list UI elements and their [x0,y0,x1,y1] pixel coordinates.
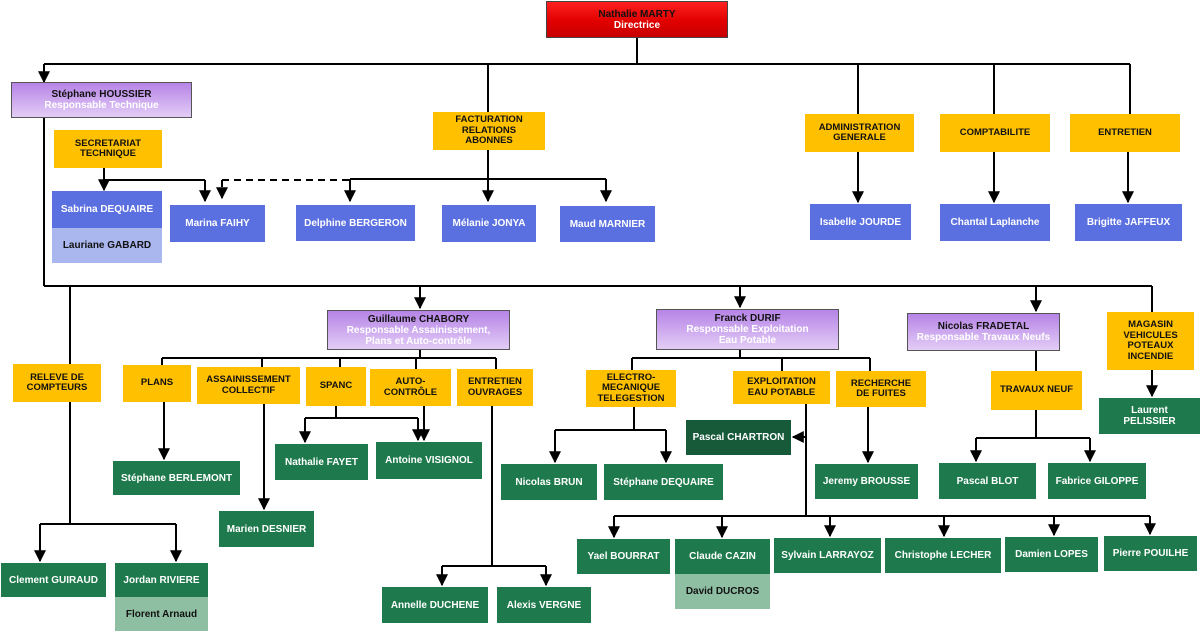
service-secretariat-line1: SECRETARIAT [74,137,142,149]
service-facturation: FACTURATION RELATIONS ABONNES [433,112,545,150]
service-releve-line1: RELEVE DE [30,371,84,383]
service-electromecanique-line3: TELEGESTION [597,392,665,404]
service-spanc: SPANC [306,367,366,406]
staff-marien-desnier: Marien DESNIER [219,511,314,547]
service-facturation-line1: FACTURATION [455,114,523,126]
service-comptabilite-line1: COMPTABILITE [959,126,1031,138]
staff-christophe-lecher: Christophe LECHER [885,538,1001,573]
service-entretien: ENTRETIEN [1070,114,1180,152]
staff-brigitte-jaffeux: Brigitte JAFFEUX [1075,204,1182,241]
service-secretariat-line2: TECHNIQUE [80,148,136,159]
manager-fradetal-title: Responsable Travaux Neufs [916,332,1051,343]
staff-jordan-riviere: Jordan RIVIERE [115,563,208,597]
staff-marina-faihy: Marina FAIHY [170,205,265,242]
service-magasin-line1: MAGASIN [1128,319,1173,330]
staff-alexis-vergne: Alexis VERGNE [497,587,591,623]
manager-durif-name: Franck DURIF [714,313,781,324]
staff-isabelle-jourde: Isabelle JOURDE [810,204,911,240]
director-name: Nathalie MARTY [598,8,676,20]
staff-pascal-blot: Pascal BLOT [939,463,1036,499]
staff-fabrice-giloppe: Fabrice GILOPPE [1048,463,1146,499]
staff-claude-cazin: Claude CAZIN [675,539,770,574]
staff-melanie-jonya: Mélanie JONYA [442,205,536,242]
manager-chabory-name: Guillaume CHABORY [367,313,470,325]
service-entretien-ouvrages-line2: OUVRAGES [467,386,523,398]
staff-nathalie-fayet: Nathalie FAYET [275,444,368,480]
manager-chabory-title-1: Responsable Assainissement, [346,324,491,336]
staff-chantal-laplanche: Chantal Laplanche [940,204,1050,241]
service-assainissement-line2: COLLECTIF [221,384,276,396]
service-secretariat: SECRETARIAT TECHNIQUE [54,130,162,168]
manager-durif-box: Franck DURIF Responsable Exploitation Ea… [656,309,839,350]
service-exploitation: EXPLOITATION EAU POTABLE [733,371,830,404]
staff-annelle-duchene: Annelle DUCHENE [382,587,488,623]
director-box: Nathalie MARTY Directrice [546,1,728,38]
manager-fradetal-box: Nicolas FRADETAL Responsable Travaux Neu… [907,313,1060,351]
service-autocontrole-line2: CONTRÔLE [383,386,438,398]
service-travaux: TRAVAUX NEUF [991,371,1082,410]
staff-pascal-chartron: Pascal CHARTRON [686,420,791,455]
service-electromecanique-line2: MECANIQUE [601,382,661,394]
service-plans-line1: PLANS [140,377,174,389]
service-plans: PLANS [123,365,191,402]
staff-yael-bourrat: Yael BOURRAT [577,539,670,574]
staff-florent-arnaud: Florent Arnaud [115,597,208,631]
service-assainissement: ASSAINISSEMENT COLLECTIF [197,367,300,404]
service-autocontrole-line1: AUTO- [395,376,426,387]
manager-houssier-name: Stéphane HOUSSIER [51,89,152,100]
manager-durif-title-2: Eau Potable [718,335,777,346]
service-facturation-line3: ABONNES [465,135,513,147]
service-administration-line2: GENERALE [833,132,886,143]
service-magasin: MAGASIN VEHICULES POTEAUX INCENDIE [1107,312,1194,370]
service-recherche-line2: DE FUITES [856,388,906,399]
staff-damien-lopes: Damien LOPES [1005,537,1098,572]
service-releve-line2: COMPTEURS [26,382,88,393]
service-facturation-line2: RELATIONS [461,124,517,136]
manager-chabory-title-2: Plans et Auto-contrôle [365,335,472,347]
manager-houssier-title: Responsable Technique [44,100,159,111]
director-title: Directrice [613,19,661,31]
staff-sabrina-dequaire: Sabrina DEQUAIRE [52,191,162,228]
service-recherche: RECHERCHE DE FUITES [836,371,926,407]
service-entretien-ouvrages-line1: ENTRETIEN [468,376,522,387]
service-spanc-line1: SPANC [319,380,353,392]
service-comptabilite: COMPTABILITE [940,114,1050,152]
service-entretien-line1: ENTRETIEN [1098,126,1152,138]
service-administration-line1: ADMINISTRATION [818,121,901,133]
staff-nicolas-brun: Nicolas BRUN [501,464,597,500]
staff-pierre-pouilhe: Pierre POUILHE [1104,536,1197,571]
staff-maud-marnier: Maud MARNIER [560,206,655,242]
service-magasin-line3: POTEAUX [1127,340,1174,351]
service-assainissement-line1: ASSAINISSEMENT [206,374,291,385]
service-recherche-line1: RECHERCHE [850,377,912,389]
service-travaux-line1: TRAVAUX NEUF [999,384,1073,396]
staff-clement-guiraud: Clement GUIRAUD [1,563,106,597]
manager-houssier-box: Stéphane HOUSSIER Responsable Technique [11,82,192,118]
manager-durif-title-1: Responsable Exploitation [686,324,809,335]
service-electromecanique: ELECTRO- MECANIQUE TELEGESTION [586,370,676,407]
staff-laurent-pelissier: Laurent PELISSIER [1099,398,1200,434]
manager-fradetal-name: Nicolas FRADETAL [937,321,1030,332]
service-magasin-line4: INCENDIE [1127,350,1174,362]
staff-laurent-pelissier-line2: PELISSIER [1123,416,1176,427]
service-exploitation-line2: EAU POTABLE [747,386,816,398]
service-releve: RELEVE DE COMPTEURS [13,364,101,402]
service-entretien-ouvrages: ENTRETIEN OUVRAGES [457,369,533,406]
staff-delphine-bergeron: Delphine BERGERON [296,205,415,241]
service-magasin-line2: VEHICULES [1123,329,1178,341]
staff-stephane-berlemont: Stéphane BERLEMONT [113,461,240,495]
staff-laurent-pelissier-line1: Laurent [1131,405,1168,416]
staff-sylvain-larrayoz: Sylvain LARRAYOZ [774,538,881,573]
service-exploitation-line1: EXPLOITATION [747,376,816,387]
staff-jeremy-brousse: Jeremy BROUSSE [815,464,918,499]
service-administration: ADMINISTRATION GENERALE [805,114,914,152]
staff-antoine-visignol: Antoine VISIGNOL [376,442,482,479]
service-electromecanique-line1: ELECTRO- [606,371,656,383]
staff-david-ducros: David DUCROS [675,574,770,609]
service-autocontrole: AUTO- CONTRÔLE [370,369,451,406]
staff-stephane-dequaire: Stéphane DEQUAIRE [604,464,723,500]
manager-chabory-box: Guillaume CHABORY Responsable Assainisse… [327,310,510,350]
staff-lauriane-gabard: Lauriane GABARD [52,228,162,263]
